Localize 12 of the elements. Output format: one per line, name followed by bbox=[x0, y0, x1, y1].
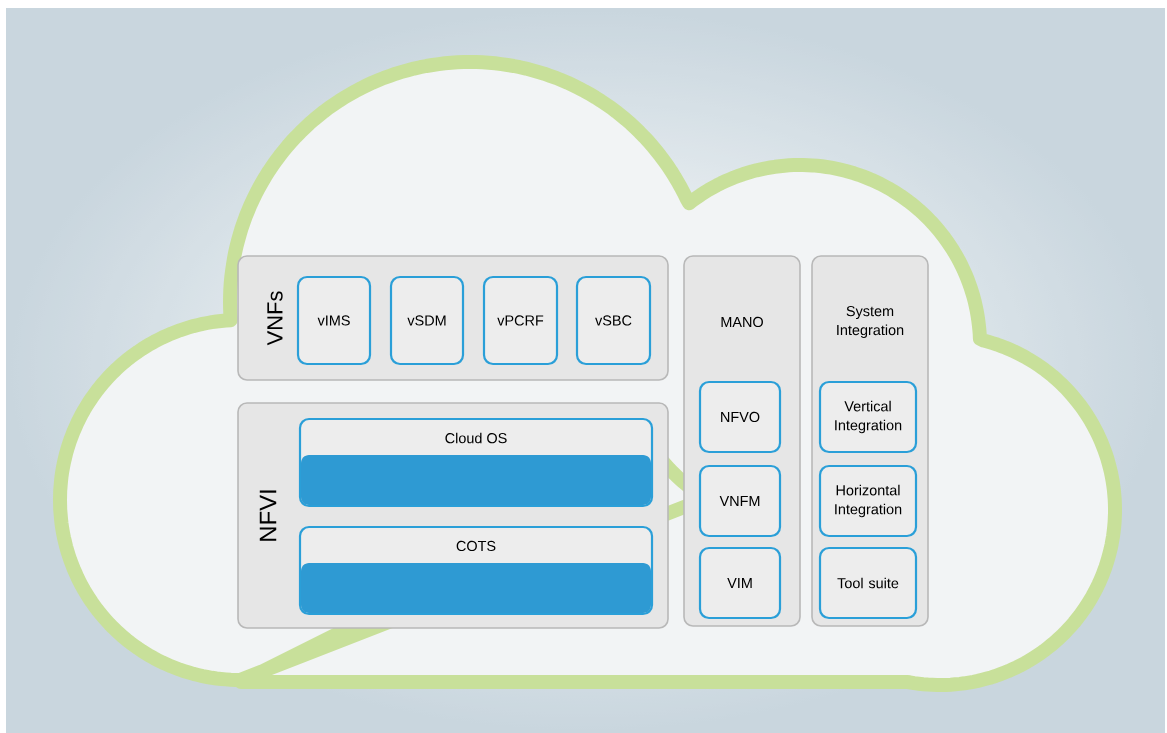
component-box: Horizontal Integration bbox=[818, 464, 918, 538]
layer-box: Cloud OS bbox=[298, 417, 654, 508]
component-box: vIMS bbox=[296, 275, 372, 366]
component-box: vSBC bbox=[575, 275, 652, 366]
component-box: Tool suite bbox=[818, 546, 918, 620]
component-box: VNFM bbox=[698, 464, 782, 538]
layer-box: COTS bbox=[298, 525, 654, 616]
component-box: vPCRF bbox=[482, 275, 559, 366]
component-box: Vertical Integration bbox=[818, 380, 918, 454]
component-box: VIM bbox=[698, 546, 782, 620]
component-box: NFVO bbox=[698, 380, 782, 454]
component-box: vSDM bbox=[389, 275, 465, 366]
